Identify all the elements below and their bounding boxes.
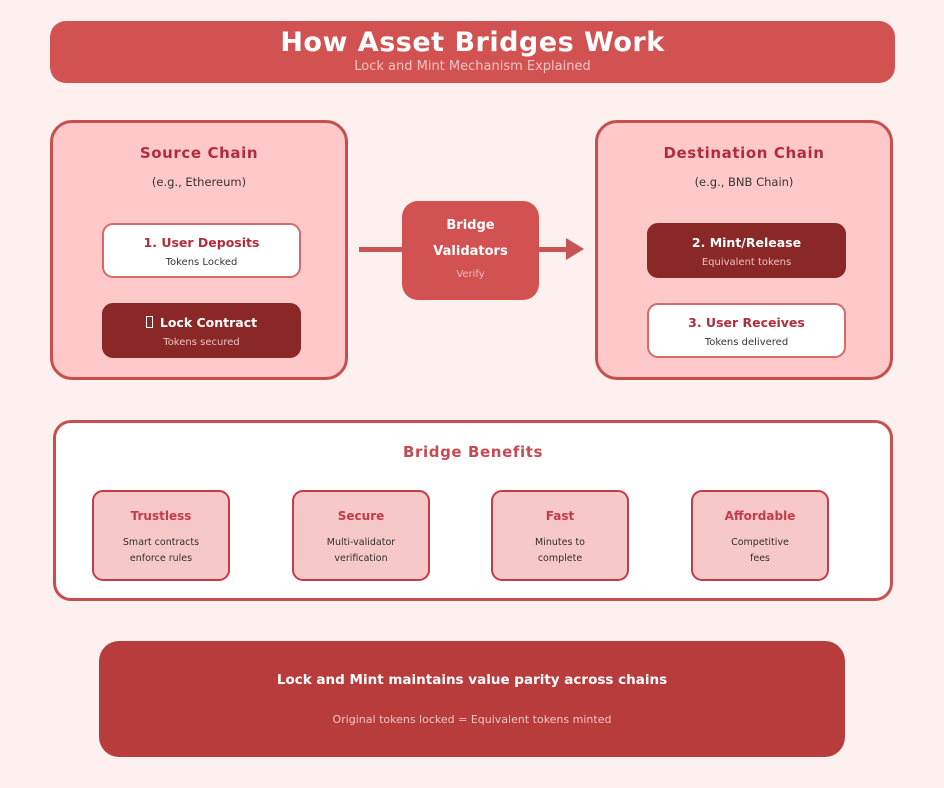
lock-missing-glyph-icon — [145, 316, 153, 328]
step-subtitle: Tokens delivered — [704, 337, 789, 348]
step-title: Lock Contract — [104, 314, 299, 331]
benefit-line: Smart contracts — [122, 537, 200, 548]
verify-label: Verify — [456, 269, 485, 280]
bridge-validators-box: Bridge Validators Verify — [402, 201, 539, 300]
benefit-description: Minutes to complete — [493, 535, 627, 567]
footer-title: Lock and Mint maintains value parity acr… — [276, 672, 668, 688]
benefit-card-affordable: Affordable Competitive fees — [691, 490, 829, 581]
benefit-line: complete — [537, 553, 583, 564]
benefit-line: Competitive — [731, 537, 789, 548]
benefit-description: Smart contracts enforce rules — [94, 535, 228, 567]
benefit-title: Affordable — [724, 509, 796, 523]
step-title: 3. User Receives — [688, 315, 805, 330]
page-subtitle: Lock and Mint Mechanism Explained — [354, 59, 591, 74]
benefit-card-secure: Secure Multi-validator verification — [292, 490, 430, 581]
connector-line-right — [539, 247, 567, 252]
benefit-card-trustless: Trustless Smart contracts enforce rules — [92, 490, 230, 581]
bridge-label: Bridge — [446, 218, 495, 233]
destination-chain-title: Destination Chain — [663, 144, 825, 162]
step-user-receives: 3. User Receives Tokens delivered — [647, 303, 846, 358]
footer-subtitle: Original tokens locked = Equivalent toke… — [332, 713, 612, 726]
step-title-text: Lock Contract — [159, 315, 258, 330]
bridge-benefits-panel: Bridge Benefits Trustless Smart contract… — [53, 420, 893, 601]
benefit-title: Trustless — [130, 509, 192, 523]
arrow-right-icon — [566, 238, 584, 260]
validators-label: Validators — [433, 244, 508, 259]
connector-line-left — [359, 247, 402, 252]
benefit-line: Minutes to — [535, 537, 585, 548]
step-user-deposits: 1. User Deposits Tokens Locked — [102, 223, 301, 278]
source-chain-subtitle: (e.g., Ethereum) — [151, 175, 247, 189]
footer-banner: Lock and Mint maintains value parity acr… — [99, 641, 845, 757]
benefit-title: Fast — [545, 509, 575, 523]
step-title: 2. Mint/Release — [691, 235, 802, 250]
step-lock-contract: Lock Contract Tokens secured — [102, 303, 301, 358]
step-mint-release: 2. Mint/Release Equivalent tokens — [647, 223, 846, 278]
destination-chain-subtitle: (e.g., BNB Chain) — [694, 175, 794, 189]
source-chain-title: Source Chain — [139, 144, 259, 162]
step-subtitle: Tokens secured — [163, 337, 240, 348]
benefit-description: Multi-validator verification — [294, 535, 428, 567]
benefit-line: fees — [750, 553, 770, 564]
benefit-line: Multi-validator — [326, 537, 396, 548]
header-banner: How Asset Bridges Work Lock and Mint Mec… — [50, 21, 895, 83]
page-title: How Asset Bridges Work — [280, 27, 665, 58]
benefit-card-fast: Fast Minutes to complete — [491, 490, 629, 581]
source-chain-box: Source Chain (e.g., Ethereum) 1. User De… — [50, 120, 348, 380]
destination-chain-box: Destination Chain (e.g., BNB Chain) 2. M… — [595, 120, 893, 380]
benefit-description: Competitive fees — [693, 535, 827, 567]
step-subtitle: Tokens Locked — [165, 257, 238, 268]
benefit-line: enforce rules — [129, 553, 193, 564]
benefit-line: verification — [334, 553, 388, 564]
benefit-title: Secure — [337, 509, 385, 523]
benefits-title: Bridge Benefits — [402, 443, 544, 461]
step-subtitle: Equivalent tokens — [701, 257, 792, 268]
step-title: 1. User Deposits — [143, 235, 260, 250]
